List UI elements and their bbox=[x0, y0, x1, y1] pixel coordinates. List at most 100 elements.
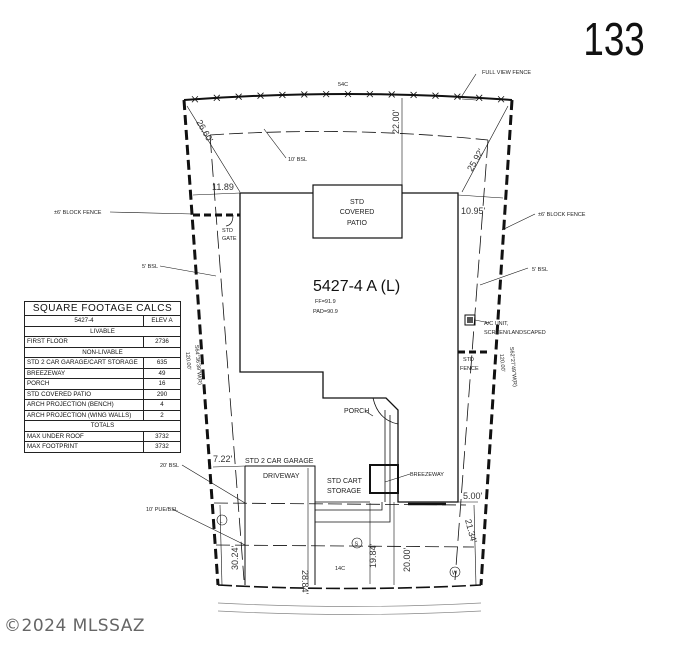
right-bearing: S62°27'49"W(R) bbox=[508, 347, 517, 388]
watermark: ©2024 MLSSAZ bbox=[4, 616, 145, 636]
cart-storage-label-2: STORAGE bbox=[327, 488, 361, 495]
dim-7-22: 7.22' bbox=[213, 454, 233, 464]
std-gate-label: STD bbox=[222, 228, 233, 234]
fence-x-mark bbox=[432, 92, 439, 99]
dim-10-95: 10.95' bbox=[461, 206, 486, 216]
breezeway-label: BREEZEWAY bbox=[410, 472, 444, 478]
row-value: 635 bbox=[143, 357, 181, 369]
fence-x-mark bbox=[497, 95, 505, 103]
cart-storage bbox=[314, 466, 391, 523]
elevation: ELEV A bbox=[143, 315, 181, 327]
totals-header: TOTALS bbox=[24, 420, 181, 432]
house-outline bbox=[239, 192, 459, 503]
fence-x-mark bbox=[454, 93, 461, 100]
covered-patio bbox=[312, 184, 403, 239]
row-label: BREEZEWAY bbox=[24, 367, 144, 379]
covered-patio-label-2: COVERED bbox=[340, 209, 375, 216]
marker-s: S bbox=[355, 542, 359, 548]
dim-30-24: 30.24' bbox=[230, 545, 240, 570]
street-curb bbox=[217, 610, 482, 615]
row-label: MAX UNDER ROOF bbox=[24, 430, 144, 442]
marker-w-circle bbox=[449, 566, 461, 578]
livable-header: LIVABLE bbox=[24, 325, 181, 337]
left-bearing: S64°36'39"W(R) bbox=[193, 345, 202, 386]
side-bsl-left-label: 5' BSL bbox=[142, 264, 158, 270]
fence-x-mark bbox=[279, 91, 286, 99]
row-label: PORCH bbox=[24, 378, 144, 390]
front-bsl-label: 20' BSL bbox=[160, 463, 179, 469]
row-label: STD COVERED PATIO bbox=[24, 388, 144, 400]
row-value: 16 bbox=[143, 378, 181, 390]
block-fence-left-label: ±6' BLOCK FENCE bbox=[54, 210, 102, 216]
row-value: 2 bbox=[143, 409, 181, 421]
fence-x-mark bbox=[366, 90, 374, 98]
right-property-line bbox=[479, 99, 514, 586]
cart-storage-label: STD CART bbox=[327, 478, 363, 485]
fence-x-mark bbox=[410, 91, 417, 99]
left-length: 120.00' bbox=[184, 352, 192, 370]
marker-l-circle bbox=[216, 514, 228, 526]
fence-x-mark bbox=[344, 90, 352, 98]
left-property-line bbox=[182, 99, 220, 586]
full-view-fence-marks bbox=[191, 90, 505, 103]
table-row: ARCH PROJECTION (BENCH)4 bbox=[24, 399, 181, 411]
garage bbox=[244, 465, 316, 585]
dim-5-00: 5.00' bbox=[463, 491, 483, 501]
dim-19-84: 19.84' bbox=[368, 543, 378, 568]
right-length: 120.00' bbox=[498, 354, 506, 372]
std-fence-label-2: FENCE bbox=[460, 366, 479, 372]
fence-x-mark bbox=[475, 94, 483, 102]
marker-s-circle bbox=[351, 537, 363, 549]
row-value: 2736 bbox=[143, 336, 181, 348]
nonlivable-header: NON-LIVABLE bbox=[24, 346, 181, 358]
pue-bsl-label: 10' PUE/BSL bbox=[146, 507, 178, 513]
street-curb bbox=[217, 602, 482, 607]
fence-x-mark bbox=[235, 93, 242, 100]
row-value: 3732 bbox=[143, 441, 181, 453]
std-fence-label: STD bbox=[463, 357, 474, 363]
fence-x-mark bbox=[213, 94, 221, 102]
ac-unit-label-2: SCREEN/LANDSCAPED bbox=[484, 330, 546, 336]
pue-line bbox=[215, 544, 475, 548]
dim-25-92: 25.92' bbox=[465, 147, 486, 173]
right-setback-line bbox=[454, 139, 489, 581]
row-label: ARCH PROJECTION (WING WALLS) bbox=[24, 409, 144, 421]
marker-w: W bbox=[452, 571, 458, 577]
lot-number: 133 bbox=[583, 13, 645, 65]
rear-bsl-label: 10' BSL bbox=[288, 157, 307, 163]
row-label: MAX FOOTPRINT bbox=[24, 441, 144, 453]
covered-patio-label-3: PATIO bbox=[347, 220, 368, 227]
row-value: 3732 bbox=[143, 430, 181, 442]
fence-x-mark bbox=[191, 95, 199, 103]
front-property-line bbox=[217, 584, 482, 590]
fence-x-mark bbox=[388, 91, 396, 98]
garage-label: STD 2 CAR GARAGE bbox=[245, 458, 314, 465]
side-bsl-right-label: 5' BSL bbox=[532, 267, 548, 273]
row-value: 4 bbox=[143, 399, 181, 411]
driveway-label: DRIVEWAY bbox=[263, 473, 300, 480]
porch-arc bbox=[372, 397, 399, 425]
row-value: 290 bbox=[143, 388, 181, 400]
bottom-arc-label: 14C bbox=[335, 566, 345, 572]
left-setback-line bbox=[209, 134, 245, 581]
covered-patio-label: STD bbox=[350, 199, 364, 206]
dim-26-60: 26.60' bbox=[194, 118, 215, 144]
table-title: SQUARE FOOTAGE CALCS bbox=[24, 301, 181, 316]
std-gate-label-2: GATE bbox=[222, 236, 237, 242]
marker-l: L bbox=[220, 519, 223, 525]
ac-unit-label: A/C UNIT, bbox=[484, 321, 509, 327]
dim-22-00: 22.00' bbox=[391, 109, 401, 134]
porch-label: PORCH bbox=[344, 408, 369, 415]
row-label: STD 2 CAR GARAGE/CART STORAGE bbox=[24, 357, 144, 369]
row-label: ARCH PROJECTION (BENCH) bbox=[24, 399, 144, 411]
dim-11-89: 11.89 bbox=[212, 182, 234, 192]
